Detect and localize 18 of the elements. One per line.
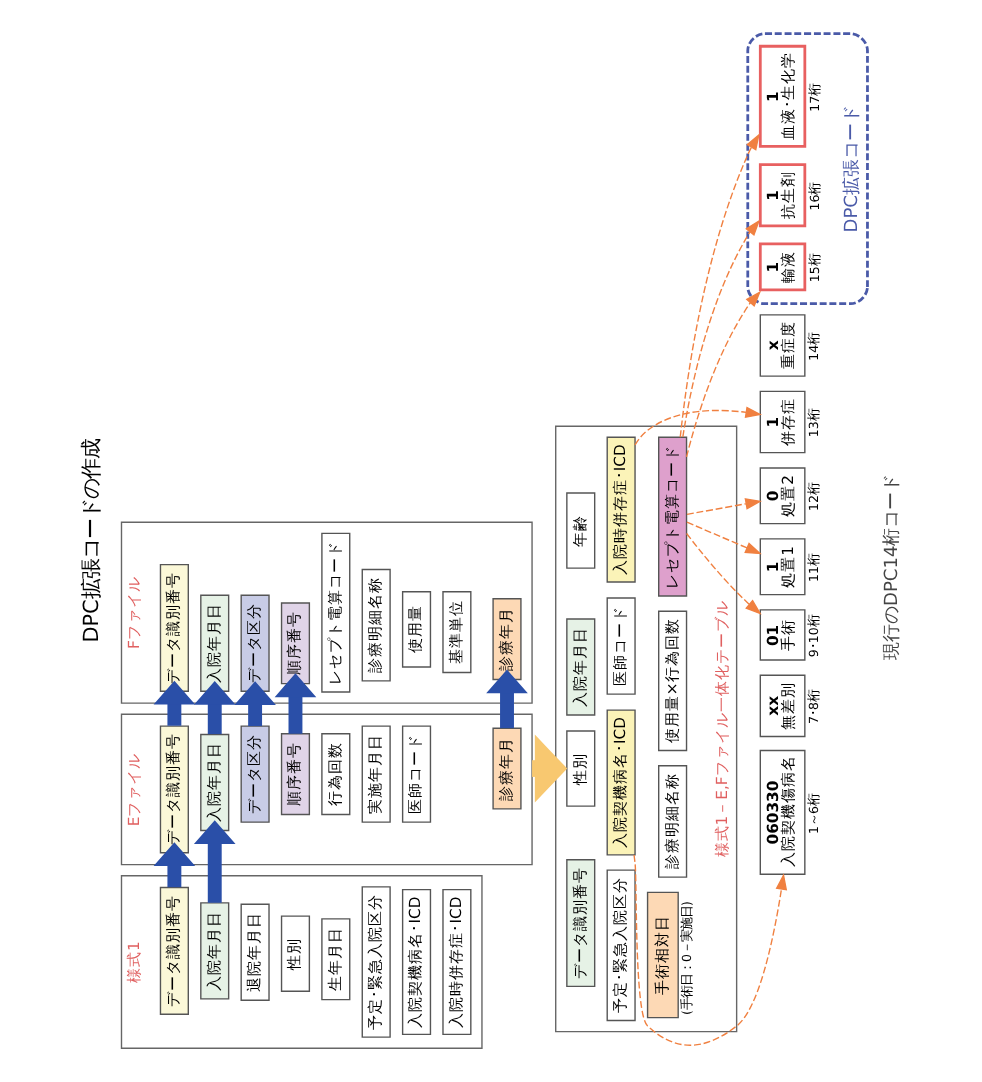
arrow [532, 734, 568, 803]
label: 現行のDPC14桁コード [883, 473, 904, 660]
arrow [686, 521, 762, 555]
arrow [193, 680, 236, 735]
arrow [153, 842, 196, 888]
arrow [274, 673, 317, 734]
arrow [634, 406, 763, 446]
arrow [679, 133, 760, 438]
arrow [193, 820, 236, 903]
arrow [153, 680, 196, 726]
diagram-title: DPC拡張コードの作成 [79, 439, 104, 643]
arrow [234, 681, 276, 727]
arrow [682, 219, 761, 438]
arrow [686, 498, 762, 516]
arrow [633, 854, 788, 1046]
arrow [685, 290, 762, 458]
arrow [486, 669, 528, 729]
arrow [685, 532, 762, 615]
